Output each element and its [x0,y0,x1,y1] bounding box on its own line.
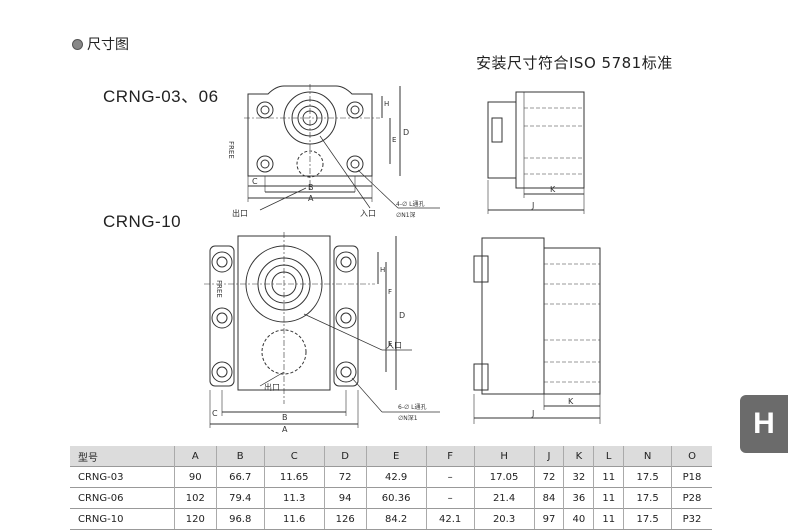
table-cell: 120 [173,508,217,530]
table-cell: 17.05 [473,466,535,488]
model-label-03-06: CRNG-03、06 [103,87,219,106]
header-j: J [533,446,564,467]
table-cell: 36 [563,487,594,509]
inlet-label-large: 入口 [386,341,402,350]
counterbore-note-small: ∅N1深 [396,211,416,219]
header-h: H [473,446,535,467]
dim-e-label: E [392,136,396,144]
header-b: B [215,446,265,467]
dim-d-label: D [403,128,409,137]
table-cell: 79.4 [215,487,265,509]
side-view-small-drawing: K J [487,91,585,214]
dim-h-label-large: H [380,266,385,274]
dim-j-label-small: J [531,201,534,210]
table-cell: 90 [173,466,217,488]
holes-note-large: 6-∅ L通孔 [398,403,426,411]
table-cell: 32 [563,466,594,488]
port-lower-circle-large [261,329,307,375]
table-cell: 72 [533,466,564,488]
front-view-large-drawing: FREE C B A H F E D 入口 出口 6-∅ L通孔 ∅N深1 [204,232,440,432]
bullet-icon [72,38,83,50]
table-cell: 72 [323,466,367,488]
holes-note-small: 4-∅ L通孔 [396,200,424,208]
table-cell: 97 [533,508,564,530]
table-cell: P18 [671,466,712,488]
table-cell: 66.7 [215,466,265,488]
table-cell: 94 [323,487,367,509]
table-cell: 42.9 [365,466,427,488]
header-o: O [671,446,712,467]
dimension-table: 型号 A B C D E F H J K L N O CRNG-03 90 66… [70,446,712,530]
table-cell: – [425,487,475,509]
table-cell: 42.1 [425,508,475,530]
table-cell: 126 [323,508,367,530]
body-outline-small [247,85,373,177]
table-cell: CRNG-03 [70,466,175,488]
section-heading: 尺寸图 [72,34,129,54]
header-c: C [263,446,325,467]
dim-c-label: C [252,177,258,186]
dim-k-label-small: K [550,185,556,194]
header-model: 型号 [70,446,175,467]
table-cell: – [425,466,475,488]
dim-b-label-large: B [282,413,288,422]
table-cell: 60.36 [365,487,427,509]
table-cell: CRNG-06 [70,487,175,509]
header-d: D [323,446,367,467]
inlet-label-small: 入口 [360,209,376,218]
table-cell: 17.5 [623,508,672,530]
outlet-label-small: 出口 [232,208,248,218]
free-label-large: FREE [215,280,223,298]
dim-k-label-large: K [568,397,574,406]
table-cell: 84 [533,487,564,509]
section-tab-h: H [740,395,788,453]
table-cell: 11 [593,487,624,509]
table-cell: 20.3 [473,508,535,530]
dim-a-label-large: A [282,425,288,432]
table-cell: 11.6 [263,508,325,530]
header-l: L [593,446,624,467]
table-cell: 17.5 [623,487,672,509]
front-view-small-drawing: FREE C B A H E D 出口 入口 4-∅ L通孔 ∅N1深 [227,84,440,219]
dim-a-label: A [308,194,314,203]
table-cell: CRNG-10 [70,508,175,530]
table-cell: 96.8 [215,508,265,530]
dim-b-label: B [308,183,314,192]
table-cell: 11 [593,466,624,488]
dim-h-label: H [384,100,389,108]
table-row: CRNG-10 120 96.8 11.6 126 84.2 42.1 20.3… [70,508,712,530]
section-title: 尺寸图 [87,37,129,53]
dim-e-label-large: E [388,340,392,348]
table-cell: 21.4 [473,487,535,509]
header-f: F [425,446,475,467]
table-cell: 84.2 [365,508,427,530]
table-row: CRNG-06 102 79.4 11.3 94 60.36 – 21.4 84… [70,487,712,509]
table-cell: 11.65 [263,466,325,488]
table-row: CRNG-03 90 66.7 11.65 72 42.9 – 17.05 72… [70,466,712,488]
table-cell: P28 [671,487,712,509]
table-cell: 17.5 [623,466,672,488]
table-cell: 11 [593,508,624,530]
side-view-large-drawing: K J [473,237,601,424]
dim-d-label-large: D [399,311,405,320]
table-cell: 102 [173,487,217,509]
table-cell: 11.3 [263,487,325,509]
header-a: A [173,446,217,467]
table-cell: P32 [671,508,712,530]
dim-f-label-large: F [388,288,392,296]
dim-j-label-large: J [531,409,534,418]
free-label: FREE [227,141,235,159]
table-header-row: 型号 A B C D E F H J K L N O [70,446,712,467]
dim-c-label-large: C [212,409,218,418]
table-cell: 40 [563,508,594,530]
outlet-label-large: 出口 [264,382,280,392]
model-label-10: CRNG-10 [103,212,182,231]
counterbore-note-large: ∅N深1 [398,414,418,422]
standard-note: 安装尺寸符合ISO 5781标准 [476,54,673,72]
header-k: K [563,446,594,467]
header-e: E [365,446,427,467]
header-n: N [623,446,672,467]
